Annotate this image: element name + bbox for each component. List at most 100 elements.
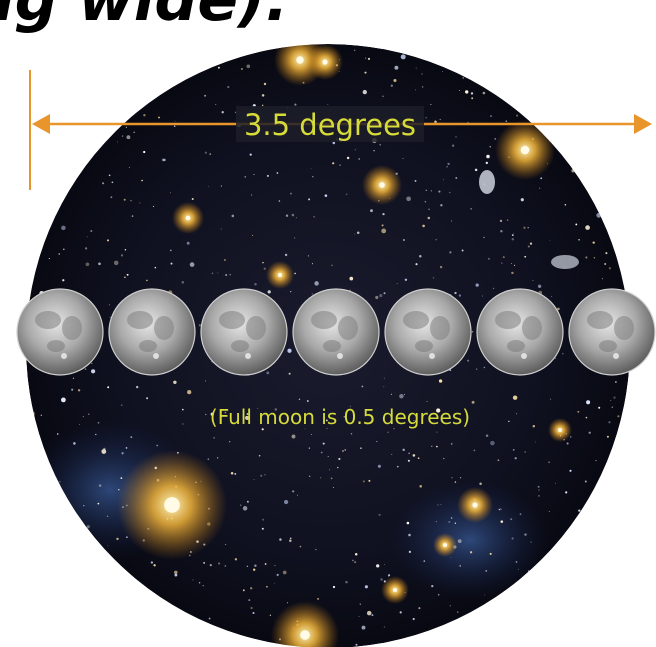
star	[95, 433, 97, 436]
star	[494, 137, 497, 140]
full-moon	[108, 288, 196, 376]
star	[569, 588, 571, 590]
star	[511, 234, 514, 236]
star	[101, 449, 107, 454]
star	[430, 103, 432, 105]
star	[436, 445, 438, 448]
star	[26, 170, 28, 173]
star	[430, 190, 432, 192]
star	[381, 228, 387, 234]
star	[538, 495, 540, 497]
star	[40, 414, 42, 416]
star	[46, 187, 48, 189]
star	[181, 408, 184, 411]
star	[485, 570, 488, 572]
star	[532, 424, 536, 428]
star	[108, 304, 110, 306]
star	[537, 485, 540, 488]
star	[479, 482, 482, 486]
star	[176, 628, 180, 631]
star	[84, 368, 87, 370]
star	[346, 156, 350, 160]
star	[511, 237, 515, 241]
star	[511, 612, 513, 614]
star	[529, 242, 533, 245]
star	[211, 272, 214, 275]
star	[364, 57, 367, 59]
star	[412, 617, 415, 621]
star	[75, 558, 77, 561]
star	[350, 433, 353, 435]
star	[49, 514, 55, 520]
star	[352, 559, 354, 562]
star	[490, 46, 494, 50]
star	[550, 398, 551, 400]
star	[435, 239, 437, 241]
star	[102, 182, 105, 185]
star	[592, 189, 595, 192]
star	[309, 475, 311, 477]
star	[240, 504, 242, 506]
star	[158, 64, 161, 66]
star	[92, 585, 94, 587]
star	[536, 112, 538, 114]
star	[576, 67, 579, 70]
star	[476, 51, 479, 54]
star	[432, 277, 435, 279]
bright-stars	[117, 44, 579, 647]
star	[606, 640, 608, 643]
star	[444, 639, 448, 642]
star	[87, 413, 90, 415]
star	[125, 577, 128, 580]
star	[611, 406, 613, 408]
star	[43, 481, 45, 483]
star	[547, 72, 549, 74]
star	[387, 431, 389, 433]
star	[98, 262, 101, 266]
star	[362, 480, 365, 483]
star	[231, 214, 235, 218]
star	[473, 449, 476, 452]
star	[423, 560, 426, 562]
star	[26, 401, 28, 404]
star	[628, 447, 630, 450]
star	[209, 153, 212, 155]
star	[451, 477, 453, 479]
star	[49, 558, 52, 560]
star	[230, 471, 234, 475]
star	[482, 91, 486, 95]
star	[356, 231, 360, 235]
star	[549, 126, 550, 128]
star	[622, 143, 625, 146]
star	[498, 508, 500, 511]
star	[156, 643, 159, 646]
star	[364, 71, 367, 74]
star	[604, 494, 606, 496]
star	[208, 617, 211, 620]
star	[264, 474, 266, 476]
star	[252, 611, 255, 615]
star	[354, 149, 356, 151]
star	[84, 247, 88, 250]
star	[182, 423, 184, 425]
star	[215, 104, 217, 105]
star	[379, 294, 383, 298]
star	[324, 194, 328, 197]
star	[539, 187, 541, 189]
star	[575, 223, 578, 226]
star	[530, 579, 533, 582]
star	[257, 407, 259, 409]
moon-size-note: (Full moon is 0.5 degrees)	[210, 405, 470, 429]
star	[362, 89, 367, 95]
star	[555, 482, 557, 484]
star	[462, 77, 464, 79]
star	[20, 120, 22, 122]
star	[523, 226, 526, 229]
star	[382, 95, 384, 97]
star	[380, 578, 383, 581]
star	[221, 111, 224, 114]
star	[532, 279, 534, 282]
star	[537, 284, 542, 289]
star	[66, 525, 69, 528]
